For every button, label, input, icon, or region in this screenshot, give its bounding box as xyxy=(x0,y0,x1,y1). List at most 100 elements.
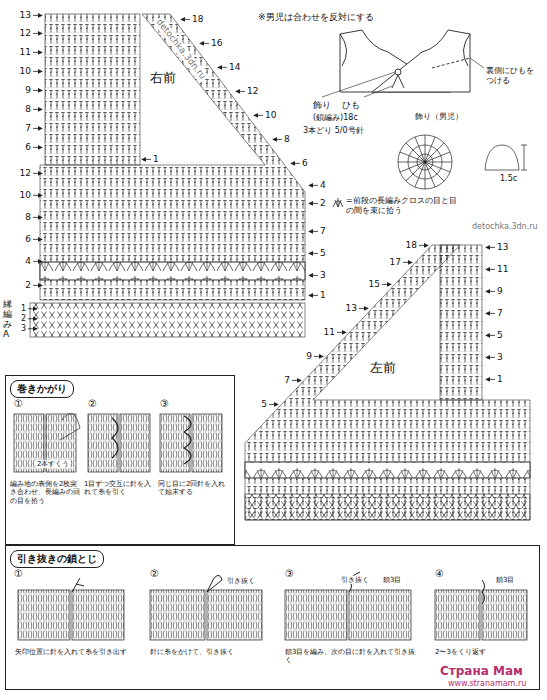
row-number: 10 xyxy=(20,190,31,201)
row-number: 4 xyxy=(320,180,326,191)
row-arrow xyxy=(33,261,42,262)
row-number: 13 xyxy=(497,242,508,253)
row-arrow xyxy=(254,115,263,116)
vest-illustration xyxy=(322,30,484,97)
row-number: 17 xyxy=(390,257,401,268)
chart-label: 引き抜く xyxy=(226,577,256,585)
whipstitch-illustration xyxy=(14,414,222,472)
watermark: www.stranamam.ru xyxy=(448,679,526,689)
note-text: 2〜3をくり返す xyxy=(435,648,535,656)
row-number: 3 xyxy=(497,352,503,363)
row-arrow xyxy=(33,71,42,72)
panel-title: 巻きかがり xyxy=(10,380,74,398)
body-stitches xyxy=(245,245,530,520)
row-number: 5 xyxy=(320,248,326,259)
row-arrow xyxy=(309,231,318,232)
row-arrow xyxy=(382,284,391,285)
row-arrow xyxy=(309,275,318,276)
row-number: 3 xyxy=(320,270,326,281)
row-number: 8 xyxy=(284,134,290,145)
note-text: 裏側にひもをつける xyxy=(486,66,538,85)
stitch-symbol xyxy=(332,196,344,208)
right-front-chart xyxy=(30,14,305,337)
row-arrow xyxy=(486,379,495,380)
symbol-legend: =前段の長編みクロスの目と目の間を束に拾う xyxy=(332,196,461,215)
row-arrow xyxy=(486,335,495,336)
row-number: 5 xyxy=(261,399,267,410)
row-arrow xyxy=(486,357,495,358)
row-arrow xyxy=(486,313,495,314)
row-number: 1 xyxy=(497,374,503,385)
row-number: 2 xyxy=(25,280,31,291)
row-arrow xyxy=(33,239,42,240)
chart-label: 引き抜く xyxy=(340,576,370,584)
note-text: 編み地の表側を2枚突き合わせ、長編みの頭の目を拾う xyxy=(10,480,82,505)
note-text: 矢印位置に針を入れて糸を引き出す xyxy=(15,648,140,656)
tie-inside xyxy=(432,58,470,68)
row-number: 4 xyxy=(25,256,31,267)
dimension-line xyxy=(521,145,527,170)
row-number: 2 xyxy=(21,314,26,324)
row-number: 18 xyxy=(192,14,203,25)
fan-row xyxy=(245,462,530,478)
row-number: 6 xyxy=(302,158,308,169)
chart-label: 1.5c xyxy=(500,174,517,184)
chart-label: ③ xyxy=(160,398,169,410)
row-arrow xyxy=(269,404,278,405)
row-number: 13 xyxy=(346,303,357,314)
decoration xyxy=(395,69,401,75)
row-number: 11 xyxy=(20,47,31,58)
row-arrows xyxy=(28,15,495,404)
row-arrow xyxy=(33,173,42,174)
row-arrow xyxy=(218,67,227,68)
tie xyxy=(392,75,404,88)
body-stitches xyxy=(40,14,305,300)
row-arrow xyxy=(309,203,318,204)
row-number: 1 xyxy=(320,290,326,301)
chart-label: 飾り（男児） xyxy=(415,112,463,122)
row-number: 9 xyxy=(306,351,312,362)
row-number: 8 xyxy=(25,104,31,115)
row-number: 11 xyxy=(497,264,508,275)
chart-label: 飾り xyxy=(313,100,331,111)
chart-label: (鎖編み)18c xyxy=(313,113,358,123)
row-number: 2 xyxy=(320,198,326,209)
row-arrow xyxy=(28,328,37,329)
chart-label: 鎖3目 xyxy=(382,576,402,584)
row-number: 7 xyxy=(497,308,503,319)
row-arrow xyxy=(314,356,323,357)
row-number: 6 xyxy=(25,142,31,153)
row-arrow xyxy=(33,90,42,91)
row-arrow xyxy=(273,139,282,140)
watermark: detochka.3dn.ru xyxy=(472,222,538,232)
chart-label: ※男児は合わせを反対にする xyxy=(258,12,374,23)
row-arrow xyxy=(359,308,368,309)
flower-motif xyxy=(398,135,527,189)
leader-line xyxy=(364,86,392,97)
leader-line xyxy=(470,58,484,68)
row-number: 15 xyxy=(369,279,380,290)
row-number: 7 xyxy=(284,375,290,386)
row-number: 7 xyxy=(25,123,31,134)
chart-label: 右前 xyxy=(150,70,176,86)
row-number: 1 xyxy=(21,304,26,314)
fan-row-ground xyxy=(245,462,530,478)
note-text: 1目ずつ交互に針を入れて糸を引く xyxy=(84,480,156,497)
row-number: 12 xyxy=(247,86,258,97)
fan-row-ground xyxy=(40,262,305,280)
strap-stitches xyxy=(45,14,140,165)
vest-front xyxy=(372,30,470,92)
row-arrow xyxy=(181,19,190,20)
note-text: 同じ目に2回針を入れて始末する xyxy=(158,480,230,497)
row-arrow xyxy=(309,295,318,296)
row-number: 9 xyxy=(497,286,503,297)
row-arrow xyxy=(486,291,495,292)
row-number: 13 xyxy=(20,10,31,21)
left-front-chart xyxy=(245,245,530,520)
row-arrow xyxy=(419,245,428,246)
row-number: 3 xyxy=(21,324,26,334)
row-arrow xyxy=(28,308,37,309)
row-arrow xyxy=(309,185,318,186)
